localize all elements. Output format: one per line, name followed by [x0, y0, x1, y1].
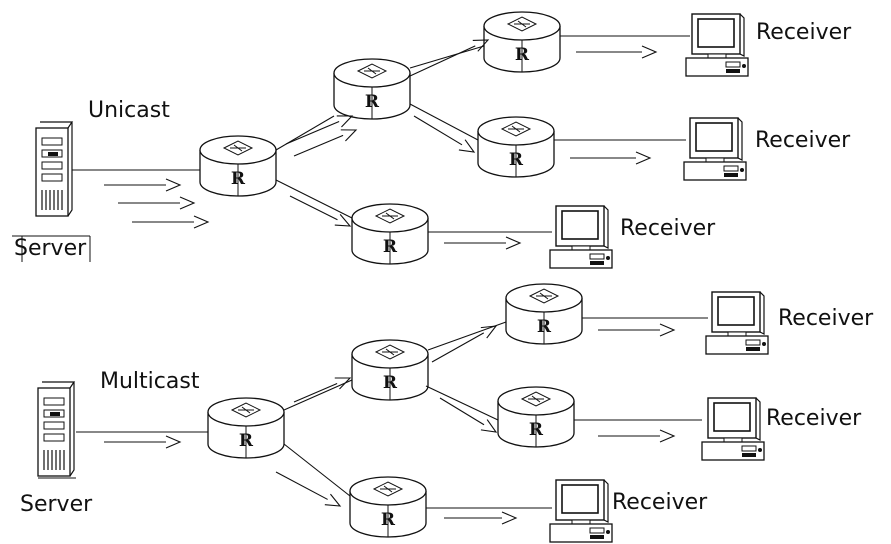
multicast-stream-arrow-8: [444, 511, 518, 525]
multicast-stream-arrow-4: [431, 325, 498, 363]
multicast-server-label: Server: [20, 492, 93, 517]
unicast-stream-arrow-8: [413, 115, 476, 153]
multicast-router-upper: R: [351, 339, 429, 401]
unicast-stream-arrow-5: [293, 129, 358, 157]
multicast-server: [37, 381, 76, 477]
multicast-stream-arrow-6: [598, 323, 676, 337]
multicast-router-top: R: [505, 283, 583, 345]
multicast-receiver-label-3: Receiver: [612, 490, 708, 515]
router-glyph: R: [365, 92, 380, 112]
multicast-router-mid: R: [497, 386, 575, 448]
unicast-stream-arrow-10: [570, 151, 652, 165]
unicast-router-top: R: [483, 11, 561, 73]
multicast-router-bottom: R: [349, 476, 427, 538]
multicast-link-core-upper: [283, 379, 353, 411]
unicast-title: Unicast: [88, 98, 170, 123]
multicast-link-core-bottom: [283, 443, 351, 497]
router-glyph: R: [537, 317, 552, 337]
router-glyph: R: [383, 237, 398, 257]
unicast-router-bottom: R: [351, 203, 429, 265]
unicast-router-core: R: [199, 135, 277, 197]
unicast-router-upper: R: [333, 58, 411, 120]
multicast-stream-arrow-3: [275, 471, 342, 507]
unicast-receiver-pc-1: [685, 13, 749, 77]
multicast-stream-arrow-7: [598, 429, 676, 443]
multicast-receiver-label-2: Receiver: [766, 406, 862, 431]
multicast-receiver-pc-1: [705, 291, 769, 355]
unicast-receiver-label-2: Receiver: [755, 128, 851, 153]
unicast-receiver-pc-2: [683, 117, 747, 181]
multicast-router-core: R: [207, 397, 285, 459]
router-glyph: R: [509, 150, 524, 170]
multicast-stream-arrow-5: [439, 397, 498, 433]
unicast-stream-arrow-9: [576, 45, 658, 59]
multicast-link-upper-mid: [425, 385, 499, 421]
multicast-receiver-pc-3: [549, 479, 613, 543]
unicast-stream-arrow-6: [289, 195, 352, 227]
router-glyph: R: [231, 169, 246, 189]
unicast-link-core-upper: [275, 115, 335, 151]
router-glyph: R: [529, 420, 544, 440]
unicast-link-core-bottom: [275, 179, 353, 219]
router-glyph: R: [383, 373, 398, 393]
unicast-server-label: Server: [14, 236, 87, 261]
multicast-stream-arrow-2: [293, 377, 352, 403]
router-glyph: R: [239, 431, 254, 451]
unicast-receiver-label-3: Receiver: [620, 216, 716, 241]
unicast-link-upper-mid: [409, 103, 479, 141]
unicast-receiver-pc-3: [549, 205, 613, 269]
multicast-receiver-pc-2: [701, 397, 765, 461]
multicast-receiver-label-1: Receiver: [778, 306, 874, 331]
unicast-router-mid: R: [477, 116, 555, 178]
router-glyph: R: [515, 45, 530, 65]
unicast-stream-arrow-7: [409, 39, 490, 77]
unicast-stream-arrow-1: [104, 178, 182, 192]
router-glyph: R: [381, 510, 396, 530]
multicast-stream-arrow-1: [104, 435, 182, 449]
unicast-stream-arrow-4: [285, 115, 354, 145]
multicast-title: Multicast: [100, 369, 200, 394]
unicast-receiver-label-1: Receiver: [756, 20, 852, 45]
unicast-stream-arrow-3: [132, 215, 210, 229]
unicast-server: [35, 121, 74, 217]
unicast-stream-arrow-2: [118, 196, 196, 210]
unicast-link-upper-top: [409, 45, 485, 69]
unicast-stream-arrow-11: [444, 236, 522, 250]
